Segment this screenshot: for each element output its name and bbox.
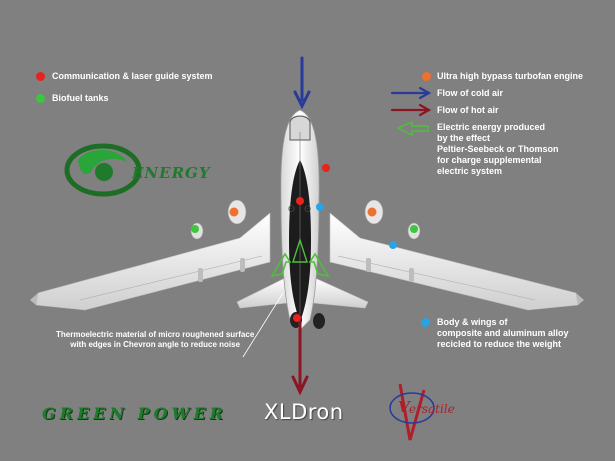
electric-arrow-left	[270, 252, 292, 278]
nose-canopy	[289, 115, 311, 141]
marker-green-right	[410, 225, 418, 233]
body-legend-label: Body & wings of composite and aluminum a…	[437, 317, 569, 349]
body-legend-dot	[421, 318, 430, 327]
right-exhaust	[313, 313, 325, 329]
left-pylon-1	[198, 268, 203, 282]
xldron-logo: XLDron	[264, 400, 344, 424]
right-pylon-1	[366, 258, 371, 272]
right-pylon-2	[409, 268, 414, 282]
versatile-logo: ersatile	[409, 402, 455, 416]
versatile-swoosh	[389, 392, 435, 424]
green-power-logo: GREEN POWER	[42, 404, 227, 423]
thermo-leader-line	[242, 292, 284, 358]
right-stabilizer	[312, 277, 369, 309]
marker-red-mid	[296, 197, 304, 205]
biofuel-legend-dot	[36, 94, 45, 103]
energy-logo	[64, 143, 142, 197]
communication-legend-dot	[36, 72, 45, 81]
left-stabilizer	[236, 277, 288, 309]
marker-green-left	[191, 225, 199, 233]
hot-air-arrow	[291, 320, 309, 396]
versatile-logo-initial: V	[398, 398, 410, 416]
nose-swirl-right: ʘ	[304, 205, 311, 215]
electric-legend-icon	[396, 120, 429, 137]
marker-blue-wing	[389, 241, 397, 249]
left-wing	[35, 212, 271, 311]
turbofan-legend-dot	[422, 72, 431, 81]
cold-air-legend-label: Flow of cold air	[437, 88, 504, 98]
versatile-v-mark	[398, 383, 426, 441]
right-wingtip	[576, 293, 584, 305]
biofuel-legend-label: Biofuel tanks	[52, 93, 109, 103]
energy-logo-text: ENERGY	[131, 164, 211, 182]
marker-red-nose	[322, 164, 330, 172]
nose-swirl-left: ʘ	[288, 205, 295, 215]
marker-red-tail	[293, 314, 301, 322]
cold-air-legend-icon	[390, 86, 432, 100]
left-wing-flap-line	[79, 255, 263, 301]
cold-air-arrow	[293, 56, 311, 110]
marker-orange-right	[367, 207, 377, 217]
hot-air-legend-label: Flow of hot air	[437, 105, 499, 115]
electric-arrow-right	[308, 252, 330, 278]
marker-blue-body	[316, 203, 324, 211]
left-pylon-2	[240, 258, 245, 272]
marker-orange-left	[229, 207, 239, 217]
left-wingtip	[30, 293, 38, 305]
thermoelectric-note: Thermoelectric material of micro roughen…	[56, 330, 255, 349]
electric-legend-label: Electric energy produced by the effect P…	[437, 122, 559, 176]
electric-arrow-center	[292, 237, 308, 263]
turbofan-legend-label: Ultra high bypass turbofan engine	[437, 71, 584, 81]
hot-air-legend-icon	[390, 103, 432, 117]
communication-legend-label: Communication & laser guide system	[52, 71, 213, 81]
